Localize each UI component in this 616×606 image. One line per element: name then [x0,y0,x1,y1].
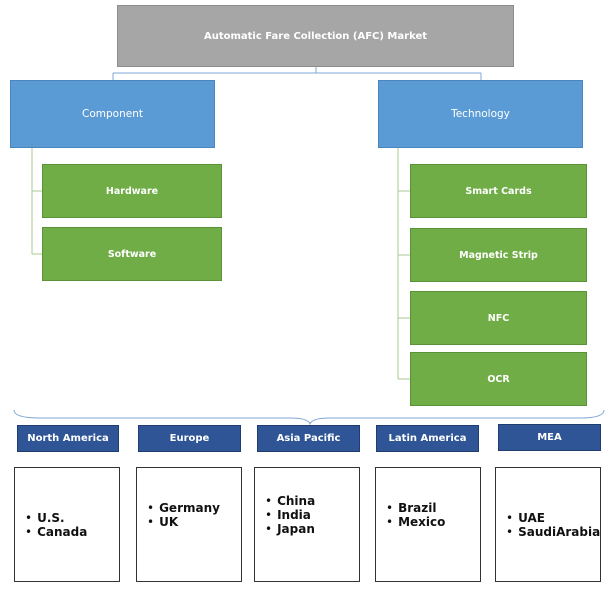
region-north-america: North America [17,425,119,452]
countries-asia-pacific: China India Japan [254,467,360,582]
region-europe-label: Europe [169,433,210,444]
country-list: Brazil Mexico [376,501,445,529]
country-list: Germany UK [137,501,220,529]
country-item: SaudiArabia [506,525,600,539]
subcategory-hardware: Hardware [42,164,222,218]
country-list: U.S. Canada [15,511,87,539]
subcategory-ocr-label: OCR [487,373,510,385]
countries-latin-america: Brazil Mexico [375,467,481,582]
category-component-label: Component [82,108,143,120]
region-latin-america-label: Latin America [388,433,467,444]
country-item: Mexico [386,515,445,529]
subcategory-magnetic-strip-label: Magnetic Strip [459,249,538,261]
subcategory-nfc-label: NFC [487,312,510,324]
subcategory-smart-cards-label: Smart Cards [465,185,532,197]
region-mea-label: MEA [537,432,562,443]
subcategory-software-label: Software [107,248,157,260]
region-asia-pacific-label: Asia Pacific [276,433,341,444]
countries-europe: Germany UK [136,467,242,582]
region-mea: MEA [498,424,601,451]
country-item: UAE [506,511,600,525]
category-technology: Technology [378,80,583,148]
root-title: Automatic Fare Collection (AFC) Market [117,5,514,67]
country-item: India [265,508,315,522]
countries-mea: UAE SaudiArabia [495,467,601,582]
country-item: UK [147,515,220,529]
category-component: Component [10,80,215,148]
subcategory-ocr: OCR [410,352,587,406]
region-north-america-label: North America [27,433,109,444]
country-item: U.S. [25,511,87,525]
subcategory-smart-cards: Smart Cards [410,164,587,218]
root-title-text: Automatic Fare Collection (AFC) Market [203,30,428,42]
country-list: China India Japan [255,494,315,536]
subcategory-magnetic-strip: Magnetic Strip [410,228,587,282]
countries-north-america: U.S. Canada [14,467,120,582]
category-technology-label: Technology [451,108,510,120]
country-item: Canada [25,525,87,539]
subcategory-nfc: NFC [410,291,587,345]
country-item: China [265,494,315,508]
region-europe: Europe [138,425,241,452]
country-item: Japan [265,522,315,536]
subcategory-software: Software [42,227,222,281]
brace-curve [13,409,605,426]
subcategory-hardware-label: Hardware [105,185,159,197]
region-latin-america: Latin America [376,425,479,452]
country-item: Germany [147,501,220,515]
region-asia-pacific: Asia Pacific [257,425,360,452]
country-list: UAE SaudiArabia [496,511,600,539]
country-item: Brazil [386,501,445,515]
